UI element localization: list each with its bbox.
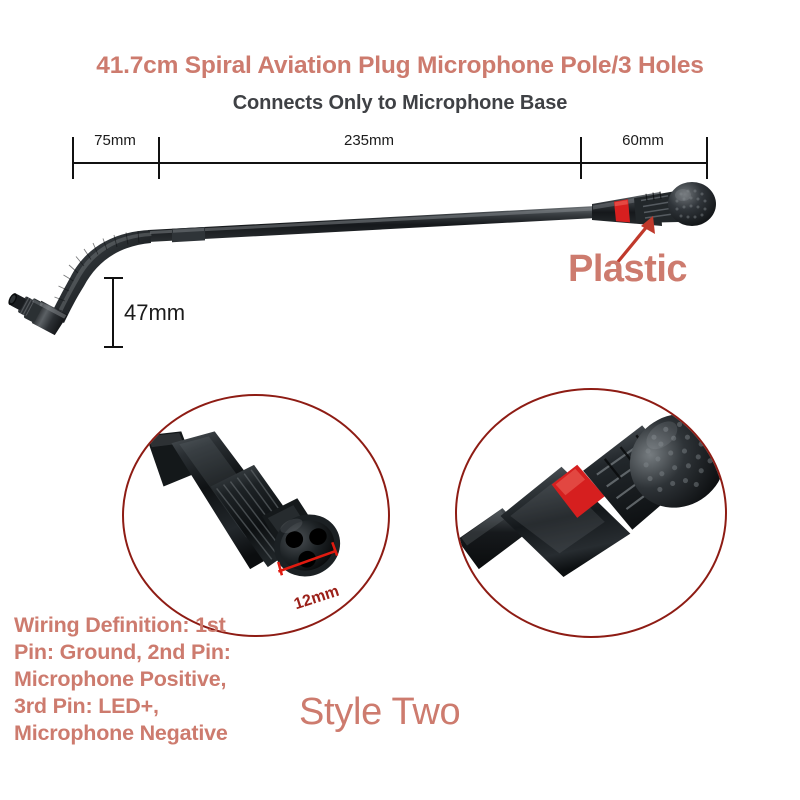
ruler-tick xyxy=(72,137,74,179)
wiring-definition-text: Wiring Definition: 1st Pin: Ground, 2nd … xyxy=(14,612,314,747)
gooseneck-microphone-illustration xyxy=(8,182,716,336)
ruler-tick xyxy=(158,137,160,179)
callout-arrow-icon xyxy=(615,216,655,265)
ruler-tick xyxy=(706,137,708,179)
wiring-line: 3rd Pin: LED+, xyxy=(14,694,159,718)
plastic-callout-label: Plastic xyxy=(568,248,688,290)
dimension-label-75mm: 75mm xyxy=(94,132,136,149)
microphone-head-detail-art xyxy=(457,414,725,577)
style-label: Style Two xyxy=(299,691,461,733)
wiring-line: Pin: Ground, 2nd Pin: xyxy=(14,640,231,664)
dimension-label-47mm: 47mm xyxy=(124,300,186,325)
wiring-line: Microphone Positive, xyxy=(14,667,227,691)
detail-circle-mic-head xyxy=(455,388,727,638)
aviation-plug-detail-art xyxy=(145,431,341,577)
detail-circle-connector xyxy=(122,394,390,637)
dimension-line-47mm xyxy=(112,277,114,348)
page-title: 41.7cm Spiral Aviation Plug Microphone P… xyxy=(96,52,704,79)
dimension-cap-bottom xyxy=(104,346,123,348)
page-subtitle: Connects Only to Microphone Base xyxy=(232,92,568,114)
ruler-tick xyxy=(580,137,582,179)
wiring-line: Microphone Negative xyxy=(14,721,228,745)
wiring-line: Wiring Definition: 1st xyxy=(14,613,226,637)
ruler-baseline xyxy=(72,162,706,164)
dimension-label-60mm: 60mm xyxy=(622,132,664,149)
dimension-label-235mm: 235mm xyxy=(343,132,395,149)
